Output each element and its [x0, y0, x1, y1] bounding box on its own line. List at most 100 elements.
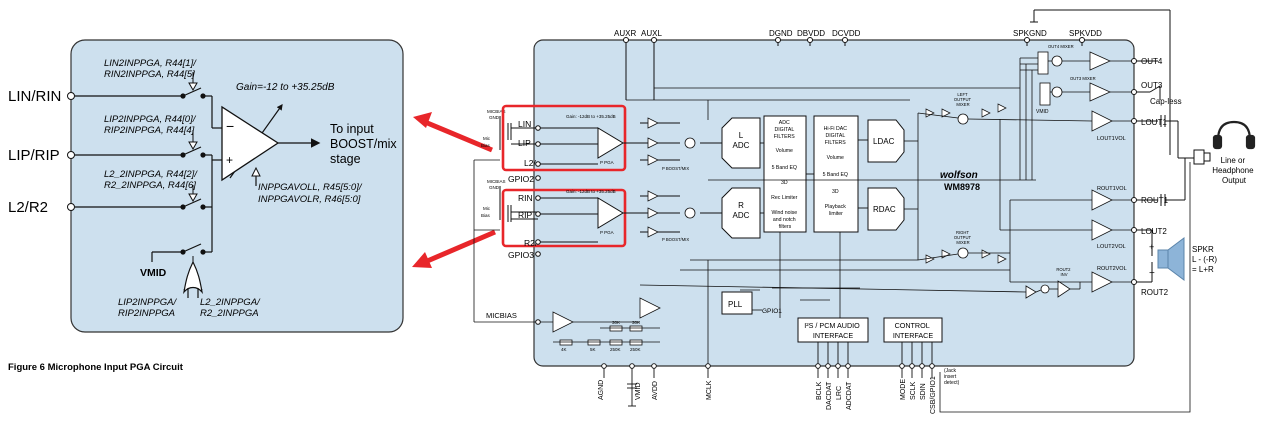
svg-text:GPIO3: GPIO3	[508, 250, 534, 260]
svg-text:LIP: LIP	[518, 138, 531, 148]
highlight-right-pga	[501, 188, 627, 248]
pga-volume-label: INPPGAVOLL, R45[5:0]/ INPPGAVOLR, R46[5:…	[258, 182, 364, 205]
svg-text:LOUT1VOL: LOUT1VOL	[1097, 136, 1126, 142]
figure-caption: Figure 6 Microphone Input PGA Circuit	[8, 362, 184, 373]
pga-label-left: P PGA	[600, 160, 614, 165]
dac-digital-filters: Hi-Fi DAC DIGITAL FILTERS Volume 5 Band …	[813, 115, 859, 233]
gate-label-right: L2_2INPPGA/ R2_2INPPGA	[200, 297, 262, 319]
pga-detail-panel: LIN/RIN LIP/RIP L2/R2	[8, 39, 404, 333]
vmid-label: VMID	[140, 267, 167, 279]
gpio1-label: GPIO1	[762, 308, 782, 315]
svg-text:ADCDAT: ADCDAT	[846, 381, 853, 410]
rdac: RDAC	[867, 187, 905, 231]
svg-text:I²S / PCM AUDIO INTERF: I²S / PCM AUDIO INTERFACE	[804, 321, 862, 340]
output-mixers	[957, 51, 1113, 299]
pga-gain-right: Gain: -12dB to +35.25dB	[566, 189, 616, 194]
pll-block: PLL GPIO1	[721, 291, 782, 315]
gate-label-left: LIP2INPPGA/ RIP2INPPGA	[118, 297, 179, 319]
left-pin-labels: MICBIAS GND Mic Bias MICBIAS GND Mic Bia…	[481, 109, 506, 218]
svg-text:RIP: RIP	[518, 210, 533, 220]
input-label-lin-rin: LIN/RIN	[8, 88, 61, 105]
svg-text:VMID: VMID	[635, 383, 642, 401]
speaker-label: SPKR L - (-R) = L+R	[1192, 245, 1219, 274]
svg-text:Hi-Fi DAC DIGITAL: Hi-Fi DAC DIGITAL FILTERS Volume 5 Band …	[823, 126, 850, 217]
jack-detect-note: (Jack insert detect)	[944, 368, 960, 386]
svg-text:DGND: DGND	[769, 29, 793, 38]
amp-minus: −	[226, 118, 234, 134]
svg-text:CSB/GPIO1: CSB/GPIO1	[930, 376, 937, 414]
svg-text:DACDAT: DACDAT	[826, 381, 833, 410]
svg-text:4K: 4K	[561, 347, 567, 352]
highlight-arrows	[412, 112, 496, 268]
bottom-pin-stubs	[601, 342, 935, 407]
capless-label: Cap-less	[1150, 97, 1182, 106]
svg-text:ROUT2VOL: ROUT2VOL	[1097, 266, 1127, 272]
svg-text:ROUT1VOL: ROUT1VOL	[1097, 186, 1127, 192]
adc-digital-filters: ADC DIGITAL FILTERS Volume 5 Band EQ 3D …	[763, 115, 807, 233]
svg-text:LOUT1: LOUT1	[1141, 118, 1167, 127]
input-pins	[67, 92, 75, 211]
i2s-interface: I²S / PCM AUDIO INTERFACE	[797, 317, 869, 343]
chip-input-pins: LIN LIP L2/ GPIO2 RIN RIP R2/ GPIO3	[508, 119, 538, 260]
or-gate	[183, 260, 203, 298]
svg-text:250K: 250K	[610, 347, 621, 352]
input-switches	[180, 87, 206, 255]
svg-text:R2/: R2/	[524, 238, 538, 248]
headphone-jack	[1193, 149, 1211, 165]
svg-text:LDAC: LDAC	[873, 137, 895, 146]
mixer-gain-triangles	[925, 103, 1007, 264]
switch-control-arrows	[188, 72, 198, 262]
volume-control-arrow	[251, 166, 261, 177]
ldac: LDAC	[867, 119, 905, 163]
svg-text:+: +	[1149, 242, 1154, 252]
amp-plus: +	[226, 153, 233, 167]
micbias-pin-label: MICBIAS	[486, 311, 517, 320]
input-label-l2-r2: L2/R2	[8, 199, 48, 216]
svg-text:Bias: Bias	[481, 213, 491, 218]
input-label-lip-rip: LIP/RIP	[8, 147, 60, 164]
output-section	[1137, 60, 1208, 283]
top-pin-stubs	[623, 37, 1085, 100]
switch-label-lip: LIP2INPPGA, R44[0]/ RIP2INPPGA, R44[4]	[104, 114, 198, 136]
svg-text:AUXL: AUXL	[641, 29, 662, 38]
svg-text:ROUT2: ROUT2	[1141, 288, 1169, 297]
switch-label-lin: LIN2INPPGA, R44[1]/ RIN2INPPGA, R44[5]	[104, 58, 199, 80]
svg-text:OUT3: OUT3	[1141, 81, 1163, 90]
svg-text:RIN: RIN	[518, 193, 533, 203]
svg-text:PLL: PLL	[728, 300, 743, 309]
svg-text:5K: 5K	[590, 347, 596, 352]
svg-text:LOUT2: LOUT2	[1141, 227, 1167, 236]
highlight-left-pga	[501, 104, 627, 172]
resistor-labels: 4K 5K 30K 30K 250K 250K	[561, 320, 641, 352]
chip-pgas	[597, 127, 624, 229]
svg-text:Mic: Mic	[483, 206, 491, 211]
chip-block: AUXR AUXL DGND DBVDD DCVDD SPKGND SPKVDD	[473, 9, 1191, 414]
svg-text:250K: 250K	[630, 347, 641, 352]
pga-gain-left: Gain: -12dB to +35.25dB	[566, 114, 616, 119]
pga-amplifier: − +	[221, 105, 280, 182]
svg-text:RDAC: RDAC	[873, 205, 896, 214]
svg-text:GPIO2: GPIO2	[508, 174, 534, 184]
svg-text:MCLK: MCLK	[706, 380, 713, 400]
switch-label-l2: L2_2INPPGA, R44[2]/ R2_2INPPGA, R44[6]	[104, 169, 200, 191]
brand-logo: wolfson	[940, 170, 978, 181]
headphone-icon	[1212, 120, 1256, 150]
svg-text:L2/: L2/	[524, 158, 536, 168]
volume-labels: LOUT1VOL ROUT1VOL LOUT2VOL ROUT2VOL	[1097, 136, 1127, 272]
svg-text:MICBIAS: MICBIAS	[487, 109, 506, 114]
svg-text:AVDD: AVDD	[652, 381, 659, 400]
svg-text:DCVDD: DCVDD	[832, 29, 861, 38]
headphone-output-label: Line or Headphone Output	[1212, 156, 1256, 185]
svg-text:SPKGND: SPKGND	[1013, 29, 1047, 38]
control-interface: CONTROL INTERFACE	[883, 317, 943, 343]
micbias-section	[473, 159, 661, 346]
svg-text:30K: 30K	[612, 320, 620, 325]
left-output-mixer-label: LEFT OUTPUT MIXER	[954, 92, 972, 107]
svg-text:Mic: Mic	[483, 136, 491, 141]
svg-text:DBVDD: DBVDD	[797, 29, 825, 38]
svg-text:LOUT2VOL: LOUT2VOL	[1097, 244, 1126, 250]
gain-range-label: Gain=-12 to +35.25dB	[236, 82, 335, 93]
